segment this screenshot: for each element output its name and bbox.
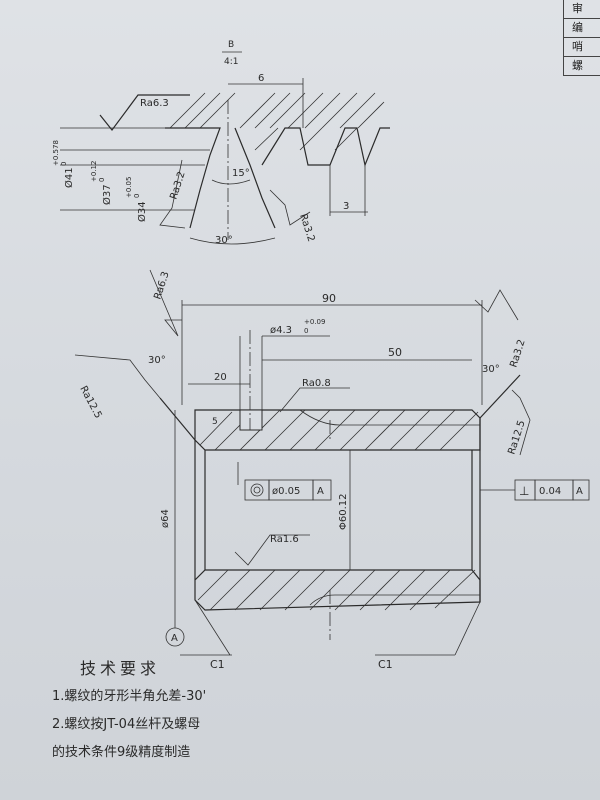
dim-pitch: 6 — [258, 73, 264, 84]
roughness-top: Ra6.3 — [140, 98, 169, 109]
chamfer-left: C1 — [210, 658, 225, 671]
roughness-symbol — [149, 269, 182, 337]
dia-outer-label: Ø41 +0.578 0 — [52, 140, 75, 188]
svg-text:Ø37: Ø37 — [101, 184, 113, 205]
dia-mid-label: Ø37 +0.12 0 — [90, 161, 113, 205]
technical-notes: 技术要求 1.螺纹的牙形半角允差-30' 2.螺纹按JT-04丝杆及螺母 的技术… — [52, 655, 352, 767]
svg-text:0: 0 — [98, 178, 106, 182]
dia-inner-label: Ø34 +0.05 0 — [125, 177, 148, 222]
upper-wall — [194, 409, 481, 451]
svg-text:Ø41: Ø41 — [63, 167, 75, 188]
oil-hole — [239, 409, 263, 431]
detail-scale: 4:1 — [224, 57, 238, 67]
roughness-symbol — [74, 354, 161, 399]
svg-text:Ø34: Ø34 — [136, 201, 148, 222]
roughness-symbol — [269, 189, 311, 226]
gdt-coaxiality: ø0.05 A — [237, 462, 332, 501]
title-block-row: 审 — [563, 0, 600, 19]
roughness-symbol — [279, 387, 350, 413]
roughness-symbol — [511, 389, 531, 456]
dim-20: 20 — [214, 372, 227, 383]
svg-text:ø0.05: ø0.05 — [272, 486, 300, 497]
svg-text:A: A — [317, 486, 324, 497]
dim-hole-label: ø4.3 +0.09 0 — [270, 318, 325, 336]
svg-text:0.04: 0.04 — [539, 486, 561, 497]
detail-b-view: B 4:1 — [52, 40, 390, 246]
roughness-symbol — [159, 159, 186, 229]
angle-left: 30° — [148, 355, 166, 366]
roughness-hole: Ra0.8 — [302, 378, 331, 389]
thread-flank-left — [165, 127, 221, 229]
roughness-symbol — [234, 534, 310, 566]
svg-text:A: A — [171, 633, 178, 644]
thread-teeth — [261, 127, 390, 168]
roughness-left: Ra12.5 — [77, 384, 103, 420]
upper-wall-hatch — [199, 409, 479, 451]
main-section-view: 90 ø4.3 +0.09 0 50 20 5 — [74, 269, 590, 671]
svg-text:A: A — [576, 486, 583, 497]
svg-text:0: 0 — [133, 194, 141, 198]
lower-wall-hatch — [197, 569, 476, 611]
roughness-left: Ra3.2 — [168, 170, 187, 201]
svg-text:ø4.3: ø4.3 — [270, 325, 292, 336]
roughness-symbol — [474, 289, 519, 321]
dim-50: 50 — [388, 346, 402, 359]
svg-text:0: 0 — [304, 327, 308, 335]
roughness-right: Ra3.2 — [297, 213, 316, 244]
note-line-1: 1.螺纹的牙形半角允差-30' — [52, 689, 207, 704]
roughness-top-left: Ra6.3 — [152, 270, 171, 301]
dim-full-angle: 30° — [215, 235, 233, 246]
datum-a: A — [165, 610, 185, 647]
chamfer-right: C1 — [378, 658, 393, 671]
title-block-row: 编 — [563, 19, 600, 38]
svg-text:+0.578: +0.578 — [52, 140, 60, 166]
detail-label: B — [228, 40, 234, 50]
title-block-row: 哨 — [563, 38, 600, 57]
svg-text:0: 0 — [60, 162, 68, 166]
dia-bore: Φ60.12 — [338, 494, 349, 531]
roughness-symbol — [99, 94, 190, 131]
roughness-right: Ra12.5 — [506, 419, 527, 456]
title-block: 审 编 哨 螺 — [563, 0, 600, 92]
notes-title: 技术要求 — [80, 659, 161, 678]
gdt-perpendicularity: ⊥ 0.04 A — [480, 479, 590, 501]
note-line-3: 的技术条件9级精度制造 — [52, 745, 191, 760]
svg-text:+0.09: +0.09 — [304, 318, 325, 326]
note-line-2: 2.螺纹按JT-04丝杆及螺母 — [52, 717, 201, 732]
dim-length: 90 — [322, 292, 336, 305]
lower-wall — [194, 569, 481, 611]
thread-flank-right — [234, 127, 276, 229]
svg-text:+0.12: +0.12 — [90, 161, 98, 182]
svg-text:⊥: ⊥ — [519, 484, 529, 498]
dim-5: 5 — [212, 417, 218, 427]
dim-width: 3 — [343, 201, 349, 212]
dim-half-angle: 15° — [232, 168, 250, 179]
svg-text:+0.05: +0.05 — [125, 177, 133, 198]
title-block-row: 螺 — [563, 57, 600, 76]
dia-outer: ø64 — [160, 509, 171, 528]
angle-right: 30° — [482, 364, 500, 375]
roughness-bore: Ra1.6 — [270, 534, 299, 545]
roughness-right-top: Ra3.2 — [508, 338, 527, 369]
